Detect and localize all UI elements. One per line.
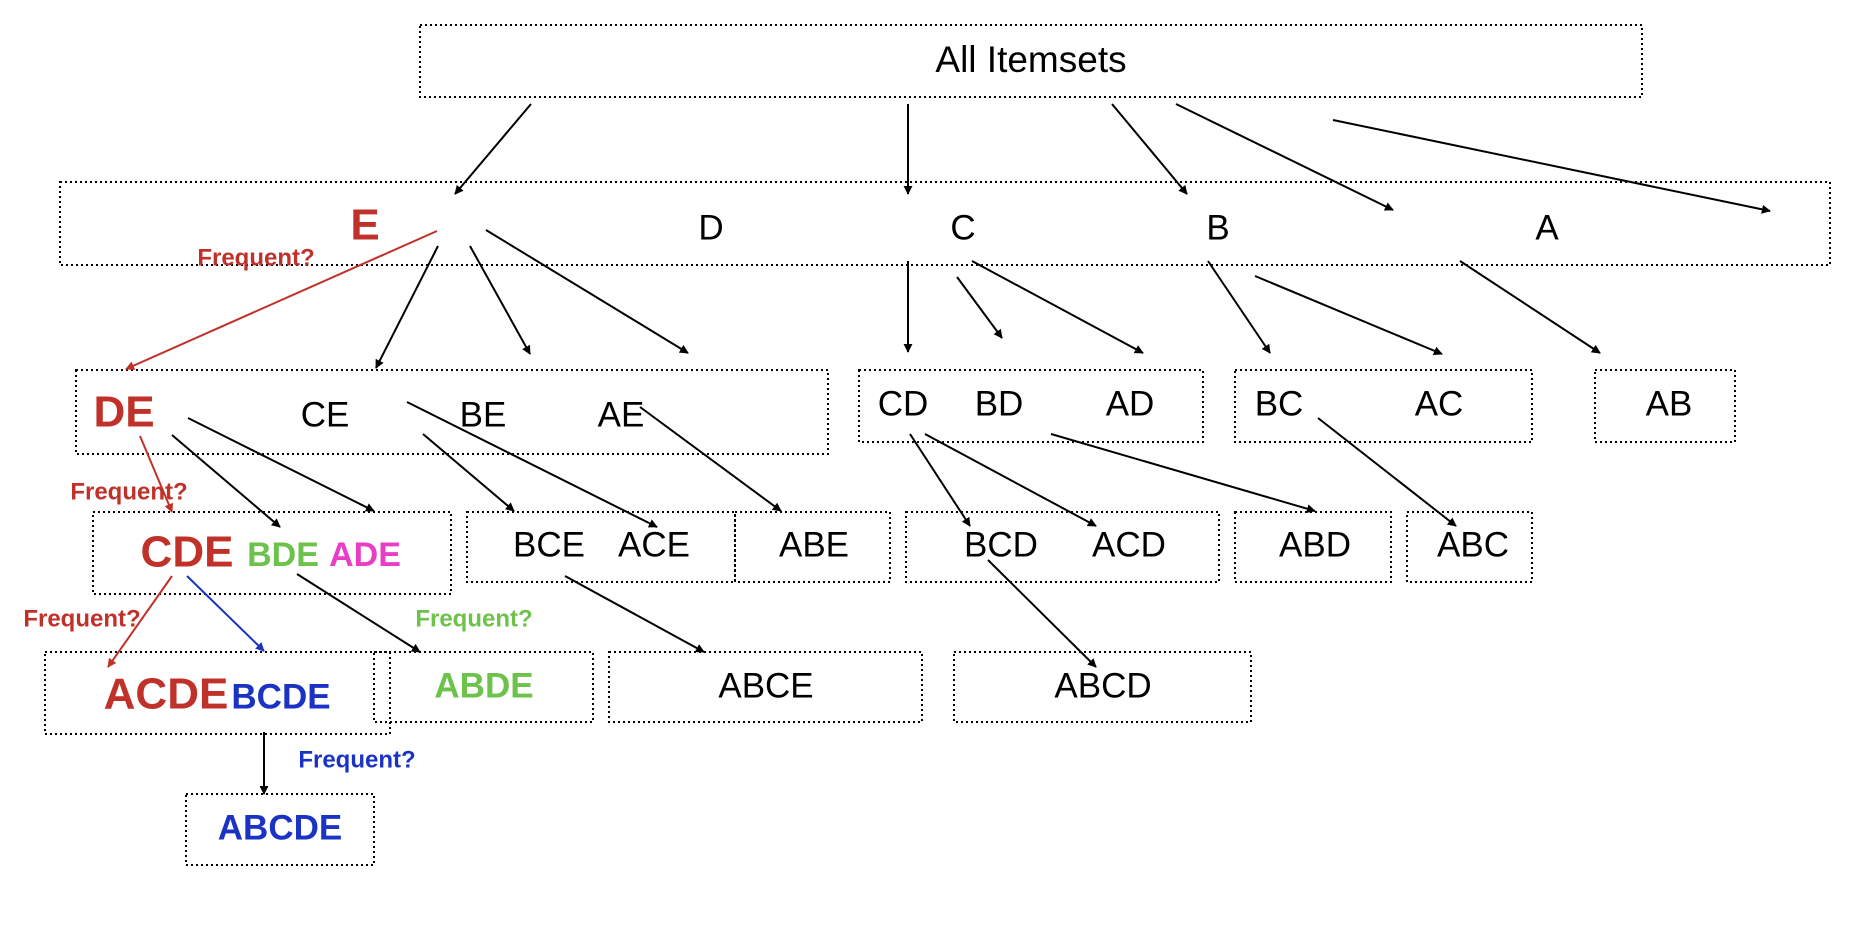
level-4-box-bce bbox=[608, 651, 923, 723]
frequent-label-bcde: Frequent? bbox=[298, 746, 415, 773]
frequent-label-cde: Frequent? bbox=[23, 605, 140, 632]
node-d: D bbox=[698, 208, 723, 247]
edge-ae-to-abe bbox=[639, 406, 782, 512]
edge-ce-to-bce bbox=[422, 433, 515, 512]
level-3-box-cd-bd bbox=[905, 511, 1220, 583]
node-abc: ABC bbox=[1437, 525, 1509, 564]
lattice-labels: All Itemsets E D C B A DE CE BE AE CD BD… bbox=[23, 39, 1692, 847]
node-ace: ACE bbox=[618, 525, 690, 564]
level-boxes bbox=[44, 24, 1831, 866]
lattice-edges bbox=[107, 103, 1771, 795]
edge-c-to-bd bbox=[956, 276, 1003, 339]
level-2-box-c bbox=[1234, 369, 1533, 443]
node-b: B bbox=[1206, 208, 1229, 247]
level-3-box-ad bbox=[1234, 511, 1392, 583]
edge-e-to-de bbox=[125, 230, 438, 370]
edge-cde-to-acde bbox=[107, 575, 173, 668]
level-3-box-ce-be bbox=[466, 511, 736, 583]
node-acde: ACDE bbox=[104, 670, 229, 719]
node-c: C bbox=[950, 208, 975, 247]
node-cde: CDE bbox=[141, 528, 234, 577]
node-abcde: ABCDE bbox=[218, 808, 342, 847]
level-4-box-cde bbox=[44, 651, 391, 735]
node-acd: ACD bbox=[1092, 525, 1166, 564]
edge-b-to-bc bbox=[1207, 260, 1271, 354]
node-ce: CE bbox=[301, 395, 350, 434]
edge-e-to-ce bbox=[375, 245, 439, 369]
edge-cd-to-acd bbox=[924, 433, 1097, 527]
edge-b-to-ac bbox=[1254, 275, 1443, 356]
edge-bc-to-abc bbox=[1317, 417, 1457, 527]
node-a: A bbox=[1535, 208, 1559, 247]
edge-cd-to-bcd bbox=[909, 433, 971, 527]
node-bcd: BCD bbox=[964, 525, 1038, 564]
node-bcde: BCDE bbox=[231, 677, 330, 716]
node-ac: AC bbox=[1415, 384, 1464, 423]
node-abd: ABD bbox=[1279, 525, 1351, 564]
node-bde: BDE bbox=[247, 536, 319, 574]
edge-root-to-e bbox=[454, 103, 532, 195]
edge-a-to-ab bbox=[1459, 260, 1601, 354]
edge-root-to-a bbox=[1332, 119, 1771, 214]
edge-cde-to-bcde bbox=[186, 575, 265, 652]
node-bc: BC bbox=[1255, 384, 1304, 423]
level-4-box-bcd bbox=[953, 651, 1252, 723]
node-bce: BCE bbox=[513, 525, 585, 564]
node-de: DE bbox=[93, 388, 154, 437]
edge-e-to-be bbox=[469, 245, 531, 355]
node-ade: ADE bbox=[329, 536, 401, 574]
edge-root-to-c bbox=[1111, 103, 1188, 195]
node-abde: ABDE bbox=[434, 666, 533, 705]
node-abce: ABCE bbox=[718, 666, 813, 705]
edge-bd-to-abd bbox=[1050, 433, 1316, 514]
edge-e-to-ae bbox=[485, 229, 689, 354]
root-label: All Itemsets bbox=[935, 39, 1126, 80]
level-2-box-e bbox=[75, 369, 829, 455]
node-bd: BD bbox=[975, 384, 1024, 423]
edge-root-to-b bbox=[1175, 103, 1394, 211]
frequent-label-de: Frequent? bbox=[70, 478, 187, 505]
level-1-box bbox=[59, 181, 1831, 266]
edge-bcd-to-abcd bbox=[987, 559, 1097, 668]
edge-bce-to-abce bbox=[564, 575, 705, 653]
edge-de-to-ade bbox=[187, 417, 375, 512]
edge-ce-to-ace bbox=[406, 401, 658, 528]
frequent-label-e: Frequent? bbox=[197, 244, 314, 271]
edge-c-to-ad bbox=[971, 260, 1144, 354]
level-2-box-d bbox=[858, 369, 1204, 443]
node-ae: AE bbox=[598, 395, 645, 434]
edge-bde-to-abde bbox=[296, 573, 421, 653]
node-be: BE bbox=[460, 395, 507, 434]
root-box bbox=[419, 24, 1643, 98]
node-ab: AB bbox=[1646, 384, 1693, 423]
level-3-box-ae bbox=[734, 511, 891, 583]
node-abcd: ABCD bbox=[1054, 666, 1151, 705]
node-cd: CD bbox=[878, 384, 929, 423]
edge-de-to-cde bbox=[139, 435, 174, 513]
node-ad: AD bbox=[1106, 384, 1155, 423]
frequent-label-bde: Frequent? bbox=[415, 605, 532, 632]
node-e: E bbox=[350, 201, 379, 250]
node-abe: ABE bbox=[779, 525, 849, 564]
level-2-box-b bbox=[1594, 369, 1736, 443]
level-3-box-bc bbox=[1406, 511, 1533, 583]
edge-de-to-bde bbox=[171, 434, 281, 528]
